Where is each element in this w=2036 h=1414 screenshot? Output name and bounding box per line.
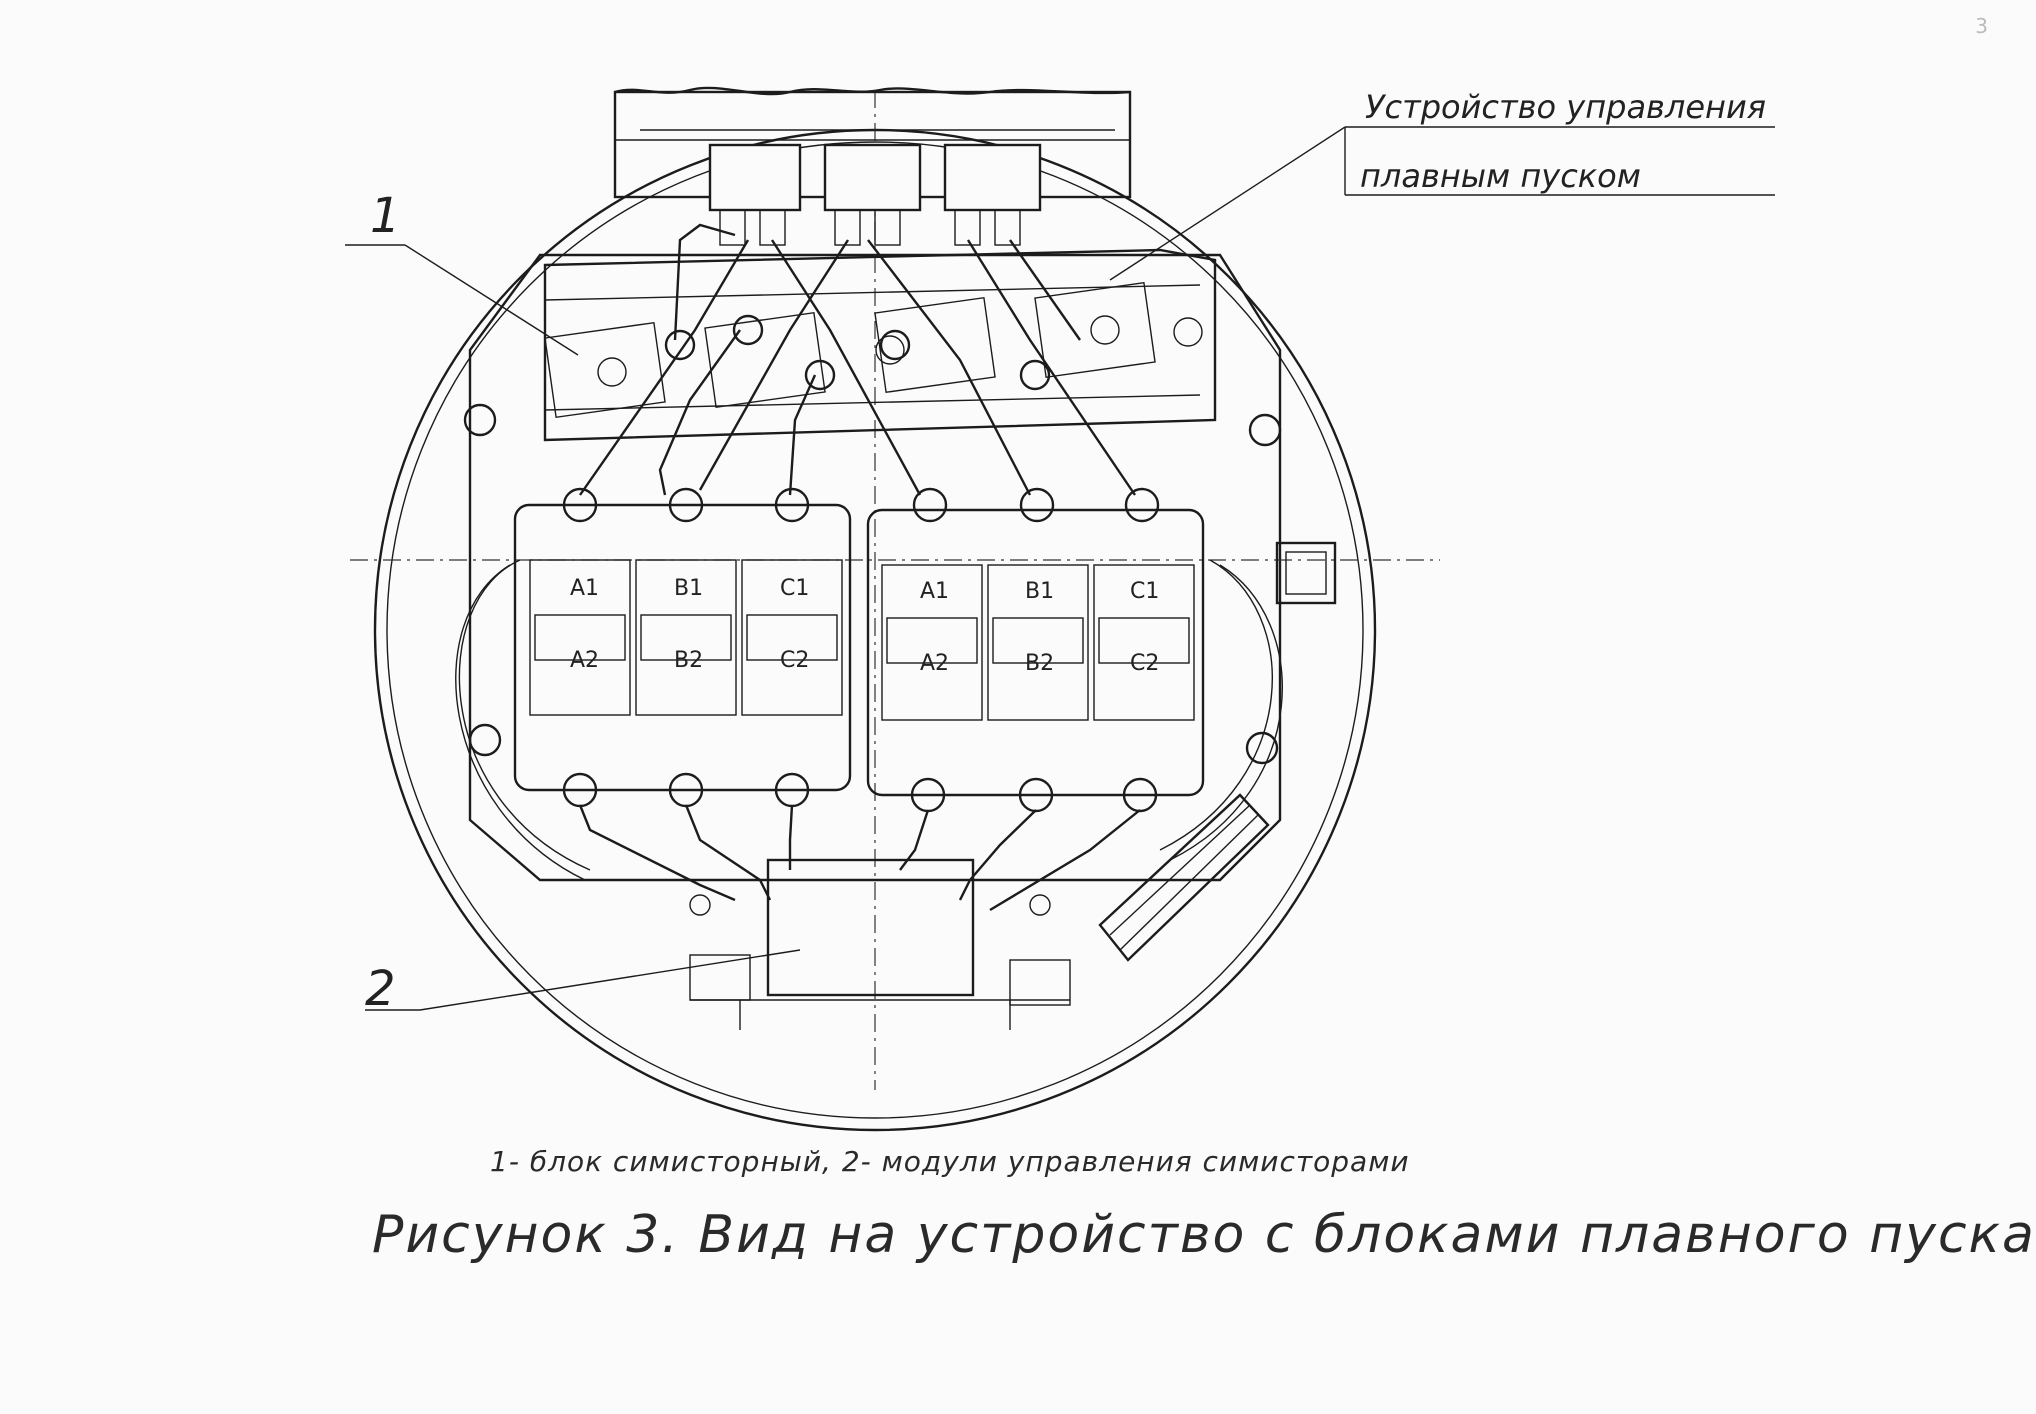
top-mounting-plate xyxy=(613,86,1132,246)
cell-left-2-bottom: B2 xyxy=(674,648,703,673)
top-busbars xyxy=(579,223,1136,496)
callout-device-line2: плавным пуском xyxy=(1360,157,1641,195)
cell-left-3-bottom: C2 xyxy=(780,648,809,673)
cell-left-3-top: C1 xyxy=(780,576,809,601)
mounting-nuts xyxy=(463,403,1282,765)
side-connector xyxy=(1275,541,1337,605)
cell-right-2-bottom: B2 xyxy=(1025,651,1054,676)
wiring-loop xyxy=(455,559,1283,881)
cell-right-1-top: A1 xyxy=(920,579,949,604)
cell-right-3-bottom: C2 xyxy=(1130,651,1159,676)
control-module xyxy=(689,858,1071,1030)
callout-device-line1: Устройство управления xyxy=(1365,88,1766,126)
bottom-busbars xyxy=(578,804,1141,912)
cell-right-1-bottom: A2 xyxy=(920,651,949,676)
callout-number-1: 1 xyxy=(370,188,401,244)
cell-right-3-top: C1 xyxy=(1130,579,1159,604)
terminal-strip xyxy=(1098,793,1270,962)
page-mark: 3 xyxy=(1975,14,1988,38)
triac-block xyxy=(543,248,1217,442)
cell-left-2-top: B1 xyxy=(674,576,703,601)
callout-number-2: 2 xyxy=(365,961,396,1017)
cell-right-2-top: B1 xyxy=(1025,579,1054,604)
leader-lines xyxy=(345,126,1775,1011)
block-group-right: A1 A2 B1 B2 C1 C2 xyxy=(866,487,1205,813)
figure-title: Рисунок 3. Вид на устройство с блоками п… xyxy=(372,1205,2036,1265)
cell-left-1-top: A1 xyxy=(570,576,599,601)
block-group-left: A1 A2 B1 B2 C1 C2 xyxy=(513,487,852,808)
cell-left-1-bottom: A2 xyxy=(570,648,599,673)
legend: 1- блок симисторный, 2- модули управлени… xyxy=(490,1145,1410,1178)
